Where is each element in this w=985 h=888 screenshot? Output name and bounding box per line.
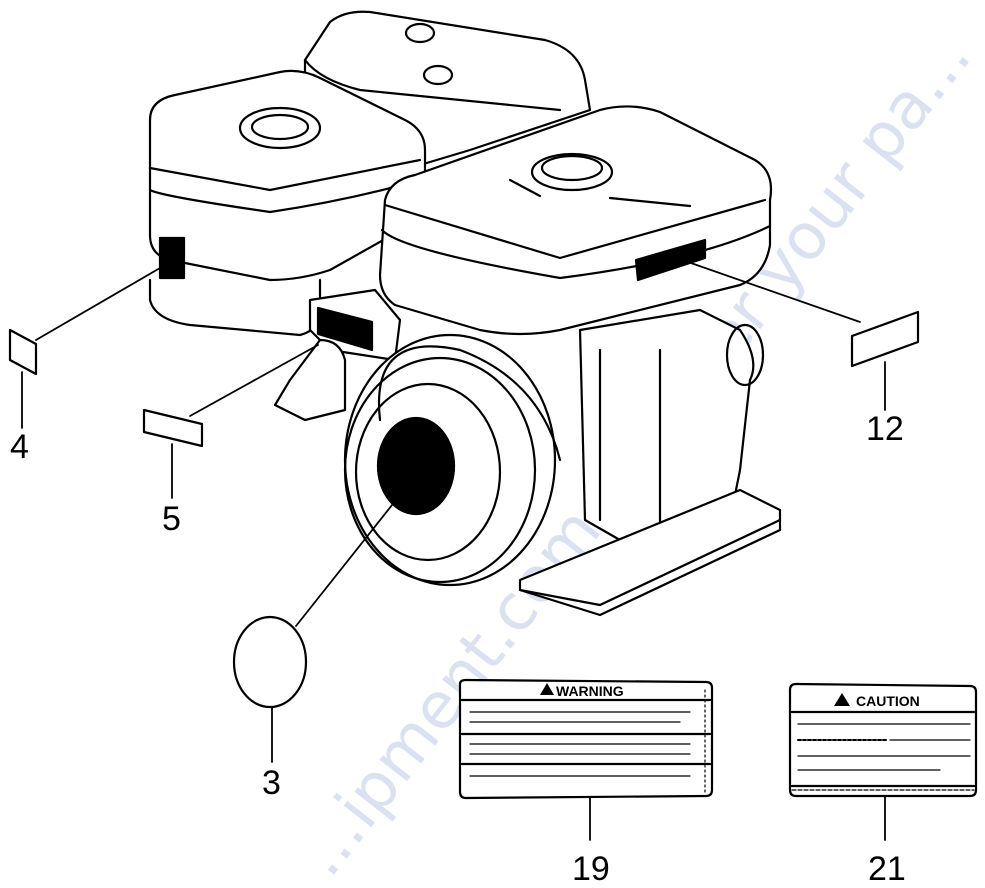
decal-19-warning-label bbox=[458, 678, 714, 800]
callout-19: 19 bbox=[572, 850, 610, 888]
decal-4 bbox=[8, 328, 38, 376]
callout-3: 3 bbox=[262, 764, 281, 802]
decal-21-caution-label bbox=[788, 682, 978, 798]
callout-21: 21 bbox=[868, 850, 906, 888]
decal-12 bbox=[850, 310, 920, 368]
decal-5 bbox=[142, 408, 204, 448]
warning-heading: WARNING bbox=[556, 683, 624, 699]
caution-triangle-icon bbox=[834, 693, 850, 706]
decal-3 bbox=[232, 615, 308, 709]
leader-lines bbox=[21, 261, 886, 841]
engine-illustration bbox=[148, 10, 782, 617]
callout-5: 5 bbox=[162, 500, 181, 538]
warning-triangle-icon bbox=[540, 683, 554, 695]
callout-4: 4 bbox=[10, 428, 29, 466]
callout-12: 12 bbox=[866, 410, 904, 448]
caution-heading: CAUTION bbox=[856, 693, 920, 709]
